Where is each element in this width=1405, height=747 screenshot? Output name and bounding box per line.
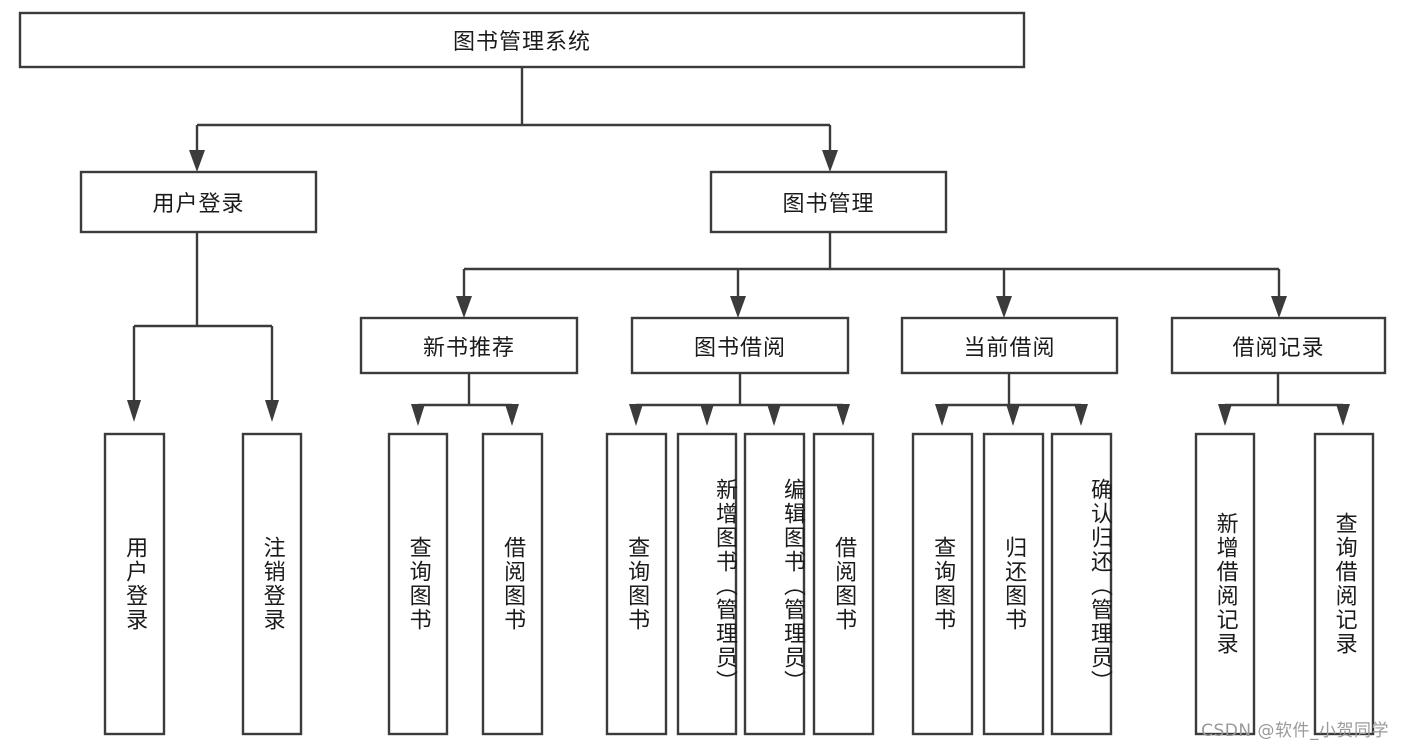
- node-user-login[interactable]: [79, 170, 318, 234]
- arrowhead-leaf-borrow-book-1: [505, 404, 519, 426]
- node-leaf-return-book[interactable]: [982, 432, 1045, 736]
- arrowhead-leaf-query-book-2: [629, 404, 643, 426]
- arrowhead-book-borrow: [730, 296, 746, 318]
- node-borrow-record[interactable]: [1170, 316, 1387, 375]
- node-book-borrow[interactable]: [630, 316, 850, 375]
- node-root[interactable]: [18, 11, 1026, 69]
- node-leaf-add-book[interactable]: [676, 432, 738, 736]
- arrowhead-leaf-borrow-book-2: [836, 404, 850, 426]
- node-leaf-confirm-return[interactable]: [1050, 432, 1113, 736]
- arrowhead-leaf-user-login: [127, 400, 141, 422]
- arrowhead-user-login: [189, 150, 205, 172]
- arrowhead-new-book-rec: [456, 296, 472, 318]
- node-leaf-query-book-2[interactable]: [605, 432, 668, 736]
- node-leaf-user-login[interactable]: [103, 432, 166, 736]
- arrowhead-leaf-add-book: [700, 404, 714, 426]
- node-leaf-borrow-book-1[interactable]: [481, 432, 544, 736]
- node-leaf-add-record[interactable]: [1194, 432, 1256, 736]
- node-leaf-query-book-3[interactable]: [911, 432, 974, 736]
- node-leaf-logout[interactable]: [241, 432, 303, 736]
- connector-group: [127, 67, 1350, 426]
- node-new-book-rec[interactable]: [359, 316, 579, 375]
- arrowhead-leaf-logout: [265, 400, 279, 422]
- node-box-group: [18, 11, 1387, 736]
- arrowhead-leaf-confirm-return: [1074, 404, 1088, 426]
- arrowhead-book-mgmt: [822, 150, 838, 172]
- node-book-mgmt[interactable]: [709, 170, 948, 234]
- node-leaf-query-record[interactable]: [1313, 432, 1375, 736]
- node-leaf-borrow-book-2[interactable]: [812, 432, 875, 736]
- arrowhead-leaf-edit-book: [767, 404, 781, 426]
- node-leaf-edit-book[interactable]: [743, 432, 806, 736]
- arrowhead-current-borrow: [996, 296, 1012, 318]
- arrowhead-leaf-return-book: [1006, 404, 1020, 426]
- arrowhead-leaf-query-book-1: [411, 404, 425, 426]
- arrowhead-leaf-query-book-3: [935, 404, 949, 426]
- arrowhead-leaf-query-record: [1336, 404, 1350, 426]
- arrowhead-borrow-record: [1271, 296, 1287, 318]
- node-leaf-query-book-1[interactable]: [387, 432, 449, 736]
- node-current-borrow[interactable]: [900, 316, 1119, 375]
- arrowhead-leaf-add-record: [1218, 404, 1232, 426]
